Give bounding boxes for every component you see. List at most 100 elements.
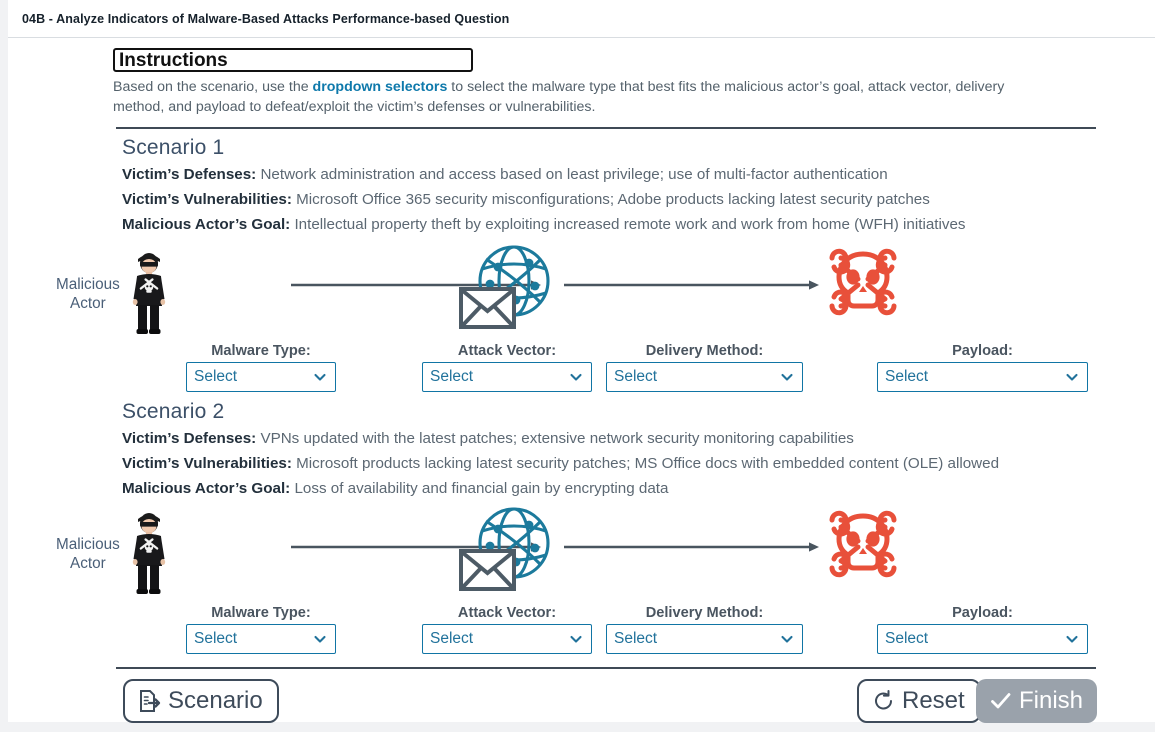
- chevron-down-icon: [314, 371, 326, 383]
- defenses-value: Network administration and access based …: [256, 166, 888, 183]
- payload-group-1: Payload: Select: [877, 343, 1088, 392]
- skull-crossbones-icon-1: [820, 246, 906, 318]
- defenses-label: Victim’s Defenses:: [122, 430, 257, 447]
- vulnerabilities-value: Microsoft products lacking latest securi…: [291, 455, 1000, 472]
- malware-type-group-1: Malware Type: Select: [186, 343, 336, 392]
- footer-toolbar: Scenario Reset Finish: [8, 679, 1155, 727]
- scenario-button[interactable]: Scenario: [123, 679, 279, 723]
- reset-arrow-icon: [873, 690, 895, 712]
- scenario-1: Scenario 1 Victim’s Defenses: Network ad…: [122, 136, 1155, 237]
- chevron-down-icon: [314, 633, 326, 645]
- vulnerabilities-label: Victim’s Vulnerabilities:: [122, 455, 292, 472]
- delivery-method-select-1[interactable]: Select: [606, 362, 803, 392]
- malware-type-label: Malware Type:: [211, 343, 311, 359]
- goal-label: Malicious Actor’s Goal:: [122, 216, 291, 233]
- actor-label-line1: Malicious: [56, 276, 120, 293]
- attack-vector-group-2: Attack Vector: Select: [422, 605, 592, 654]
- instructions-text: Based on the scenario, use the dropdown …: [113, 78, 1043, 117]
- malicious-actor-1: Malicious Actor: [56, 251, 172, 337]
- scenario-2-title: Scenario 2: [122, 400, 225, 423]
- finish-button-label: Finish: [1019, 687, 1084, 714]
- malware-type-select-1[interactable]: Select: [186, 362, 336, 392]
- scenario-1-defenses: Victim’s Defenses: Network administratio…: [122, 162, 1155, 187]
- goal-label: Malicious Actor’s Goal:: [122, 480, 291, 497]
- reset-button[interactable]: Reset: [857, 679, 981, 723]
- hacker-person-icon: [126, 511, 172, 597]
- malware-type-select-2[interactable]: Select: [186, 624, 336, 654]
- scenario-2-selectors: Malware Type: Select Attack Vector: Sele…: [8, 605, 1155, 655]
- scenario-2-defenses: Victim’s Defenses: VPNs updated with the…: [122, 426, 1155, 451]
- question-window: 04B - Analyze Indicators of Malware-Base…: [8, 0, 1155, 723]
- delivery-method-select-2[interactable]: Select: [606, 624, 803, 654]
- goal-value: Intellectual property theft by exploitin…: [290, 216, 966, 233]
- delivery-method-value-1: Select: [614, 368, 658, 385]
- actor-label-line1: Malicious: [56, 536, 120, 553]
- payload-select-1[interactable]: Select: [877, 362, 1088, 392]
- chevron-down-icon: [781, 633, 793, 645]
- defenses-label: Victim’s Defenses:: [122, 166, 257, 183]
- arrow-vector-to-payload-2: [564, 542, 819, 552]
- vulnerabilities-value: Microsoft Office 365 security misconfigu…: [291, 191, 930, 208]
- network-email-icon-2: [457, 505, 557, 597]
- check-icon: [990, 691, 1012, 711]
- instructions-highlight: dropdown selectors: [312, 79, 448, 95]
- reset-button-label: Reset: [902, 687, 965, 714]
- chevron-down-icon: [781, 371, 793, 383]
- scenario-1-goal: Malicious Actor’s Goal: Intellectual pro…: [122, 212, 1155, 237]
- scenario-button-label: Scenario: [168, 687, 263, 714]
- finish-button[interactable]: Finish: [976, 679, 1098, 723]
- payload-value-2: Select: [885, 630, 929, 647]
- attack-vector-group-1: Attack Vector: Select: [422, 343, 592, 392]
- payload-group-2: Payload: Select: [877, 605, 1088, 654]
- goal-value: Loss of availability and financial gain …: [290, 480, 669, 497]
- malware-type-group-2: Malware Type: Select: [186, 605, 336, 654]
- instructions-text-after: to select the malware type that best fit…: [113, 79, 1005, 115]
- instructions-text-before: Based on the scenario, use the: [113, 79, 313, 95]
- attack-vector-select-1[interactable]: Select: [422, 362, 592, 392]
- window-title: 04B - Analyze Indicators of Malware-Base…: [22, 11, 510, 26]
- envelope-icon: [459, 287, 516, 329]
- scenario-2-goal: Malicious Actor’s Goal: Loss of availabi…: [122, 476, 1155, 501]
- chevron-down-icon: [1066, 371, 1078, 383]
- attack-vector-value-2: Select: [430, 630, 474, 647]
- delivery-method-value-2: Select: [614, 630, 658, 647]
- envelope-icon: [459, 549, 516, 591]
- payload-select-2[interactable]: Select: [877, 624, 1088, 654]
- payload-label: Payload:: [952, 343, 1013, 359]
- defenses-value: VPNs updated with the latest patches; ex…: [256, 430, 854, 447]
- attack-chain-diagram-2: Malicious Actor: [8, 505, 1155, 605]
- payload-label: Payload:: [952, 605, 1013, 621]
- payload-value-1: Select: [885, 368, 929, 385]
- chevron-down-icon: [570, 633, 582, 645]
- scenario-1-vulnerabilities: Victim’s Vulnerabilities: Microsoft Offi…: [122, 187, 1155, 212]
- scenario-1-selectors: Malware Type: Select Attack Vector: Sele…: [8, 343, 1155, 393]
- instructions-box: Instructions: [113, 48, 473, 72]
- attack-vector-label: Attack Vector:: [457, 605, 557, 621]
- delivery-method-label: Delivery Method:: [645, 343, 764, 359]
- window-titlebar: 04B - Analyze Indicators of Malware-Base…: [8, 0, 1155, 38]
- attack-vector-label: Attack Vector:: [457, 343, 557, 359]
- arrow-vector-to-payload-1: [564, 280, 819, 290]
- delivery-method-label: Delivery Method:: [645, 605, 764, 621]
- scenario-1-title: Scenario 1: [122, 136, 225, 159]
- attack-chain-diagram-1: Malicious Actor: [8, 243, 1155, 343]
- actor-label-line2: Actor: [70, 295, 106, 312]
- chevron-down-icon: [570, 371, 582, 383]
- attack-vector-select-2[interactable]: Select: [422, 624, 592, 654]
- malicious-actor-2: Malicious Actor: [56, 511, 172, 597]
- malware-type-value-2: Select: [194, 630, 238, 647]
- skull-crossbones-icon-2: [820, 508, 906, 580]
- actor-label-line2: Actor: [70, 555, 106, 572]
- malicious-actor-label: Malicious Actor: [56, 275, 120, 313]
- malware-type-value-1: Select: [194, 368, 238, 385]
- scenario-2: Scenario 2 Victim’s Defenses: VPNs updat…: [122, 400, 1155, 501]
- malware-type-label: Malware Type:: [211, 605, 311, 621]
- section-divider-top: [116, 127, 1096, 129]
- scenario-2-vulnerabilities: Victim’s Vulnerabilities: Microsoft prod…: [122, 451, 1155, 476]
- vulnerabilities-label: Victim’s Vulnerabilities:: [122, 191, 292, 208]
- chevron-down-icon: [1066, 633, 1078, 645]
- hacker-person-icon: [126, 251, 172, 337]
- question-content: Instructions Based on the scenario, use …: [8, 38, 1155, 727]
- delivery-method-group-1: Delivery Method: Select: [606, 343, 803, 392]
- attack-vector-value-1: Select: [430, 368, 474, 385]
